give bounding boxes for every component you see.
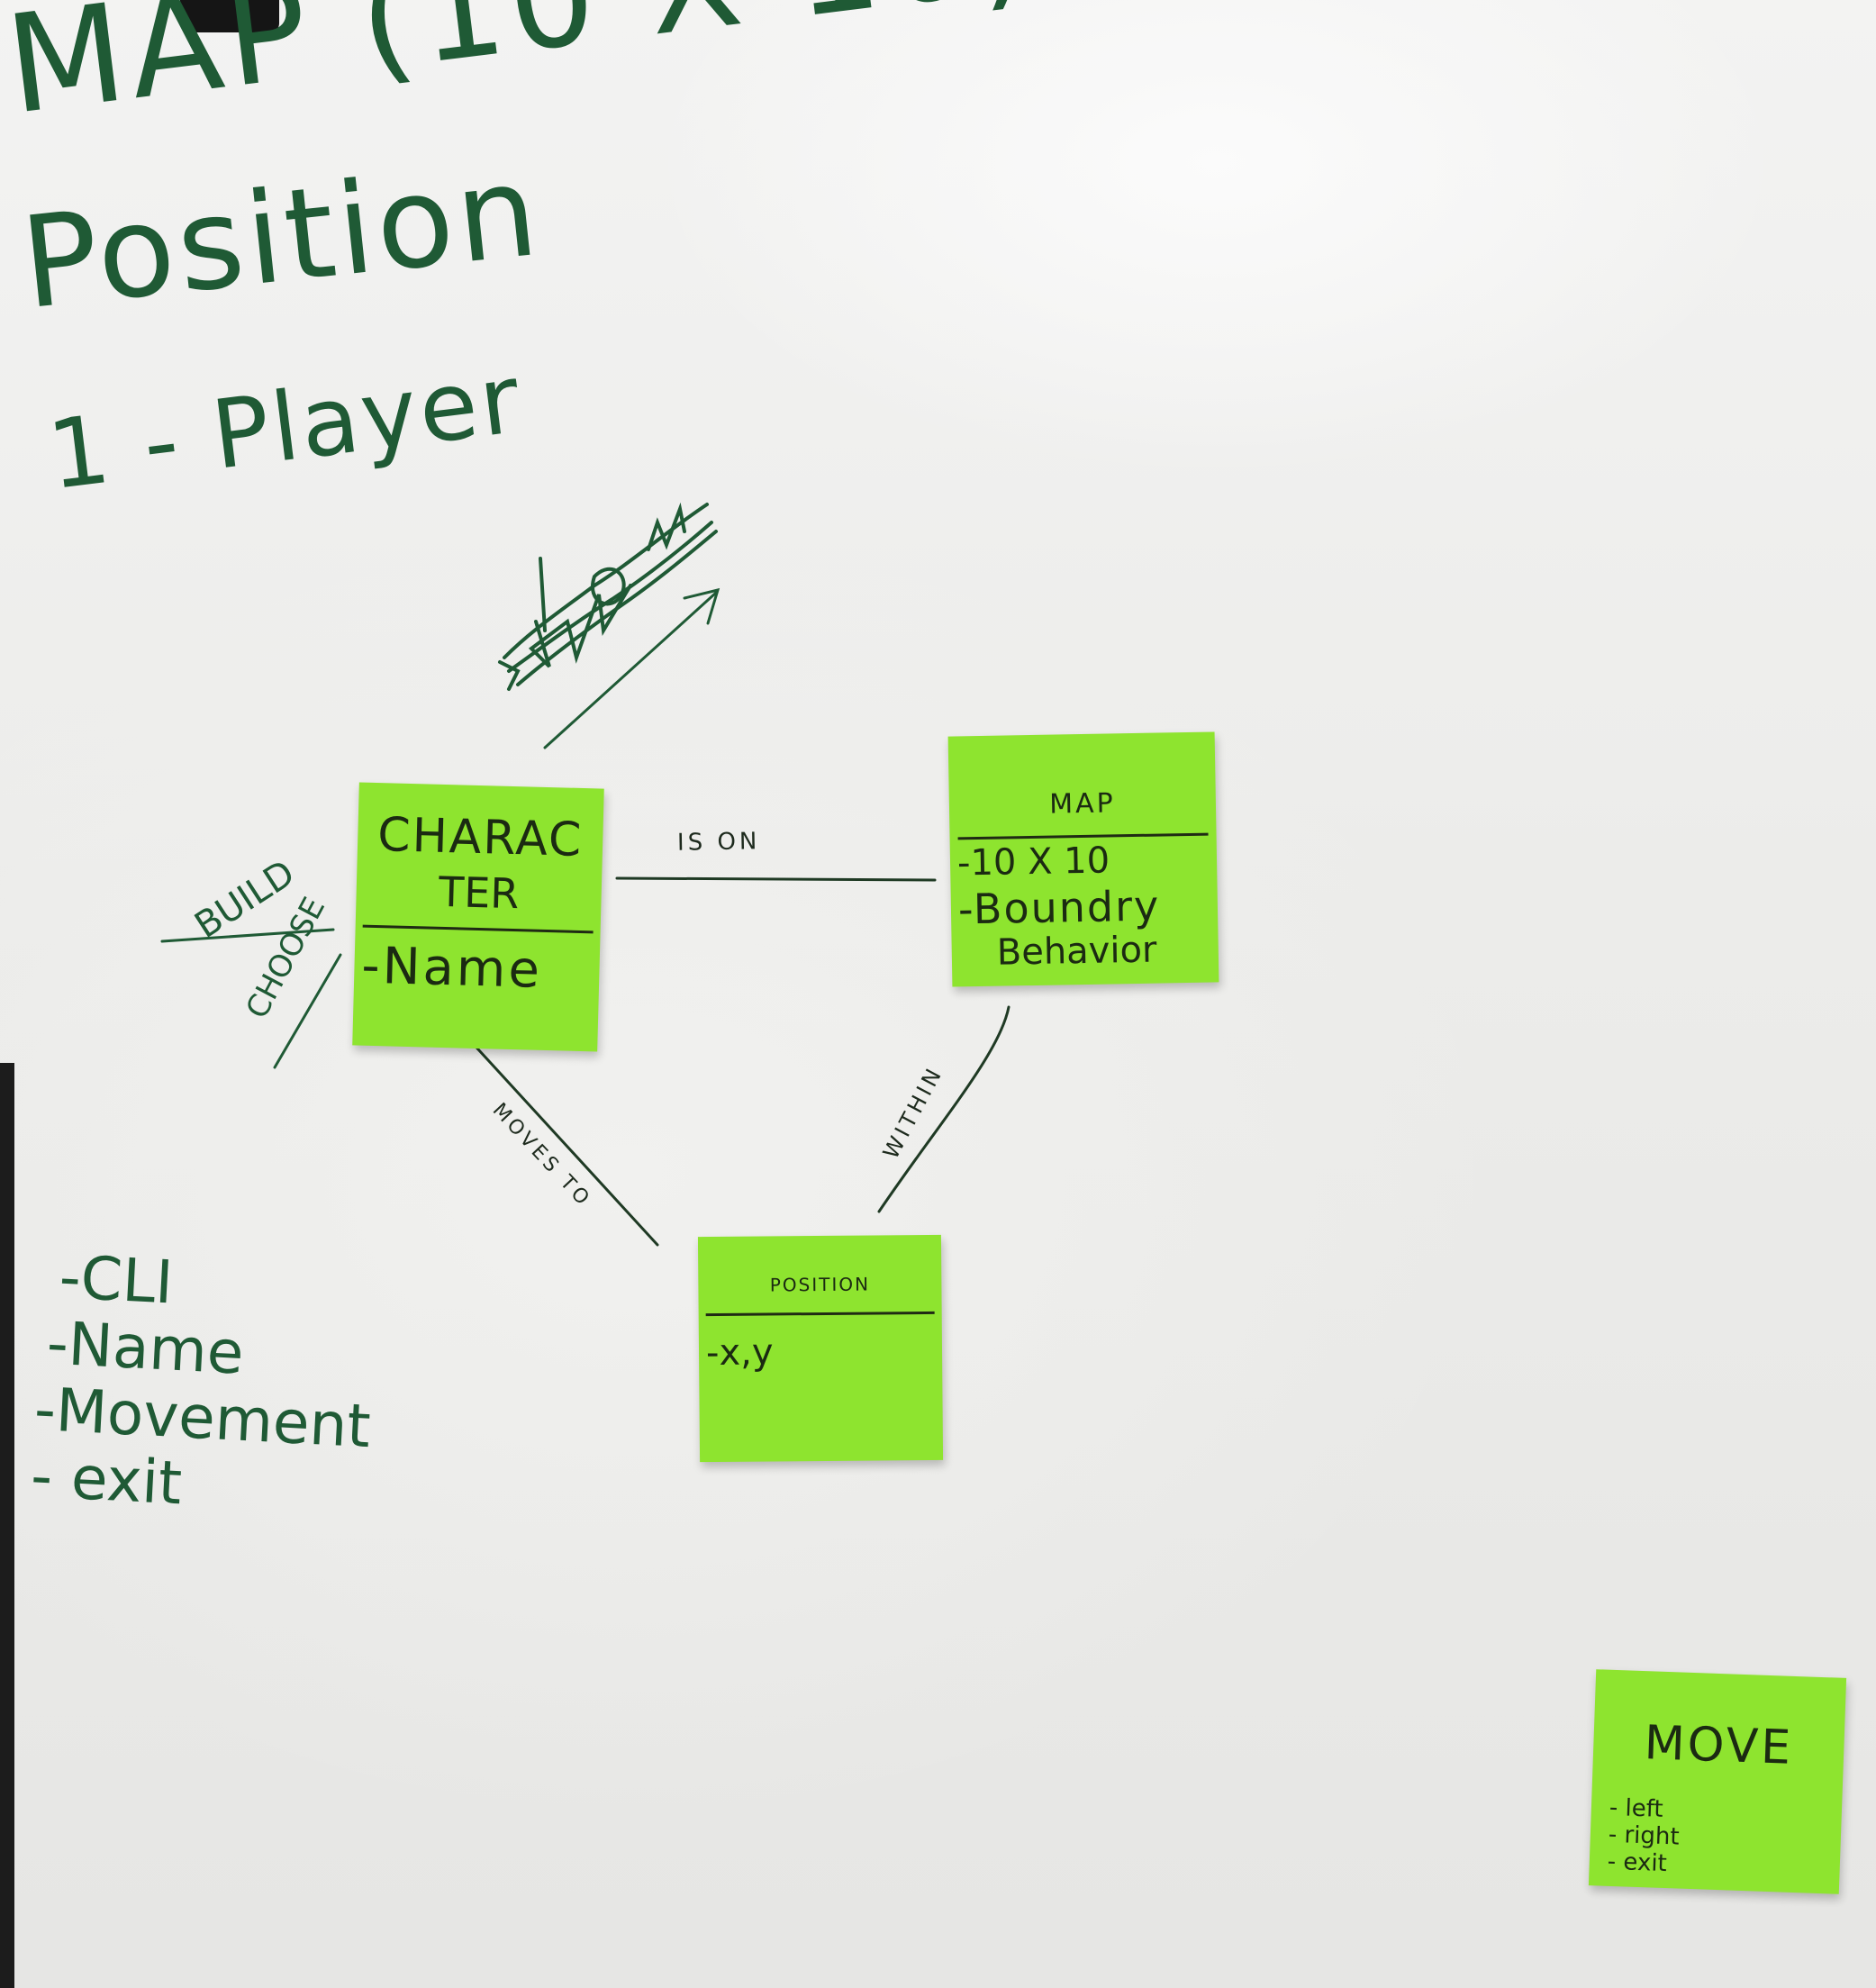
note-move-attr-right: - right (1608, 1820, 1681, 1851)
line-is-on (615, 876, 937, 882)
note-character-title-line2: TER (438, 867, 520, 919)
note-position-divider (705, 1311, 935, 1317)
crossout-lines (160, 928, 342, 1069)
cli-list: -CLI -Name -Movement - exit (29, 1242, 379, 1527)
binder-clip (180, 0, 279, 32)
paper-edge-shadow (0, 1063, 14, 1988)
note-character-attr-name: -Name (360, 936, 543, 1000)
sticky-note-character: CHARAC TER -Name (352, 782, 604, 1052)
sticky-note-map: MAP -10 X 10 -Boundry Behavior (947, 731, 1219, 987)
note-move-attr-exit: - exit (1607, 1847, 1668, 1878)
arrow (543, 587, 720, 749)
note-character-title-line1: CHARAC (376, 808, 585, 868)
sticky-note-move: MOVE - left - right - exit (1588, 1669, 1847, 1894)
note-character-divider (362, 924, 594, 934)
note-map-attr-boundry: -Boundry (957, 881, 1161, 934)
relation-lines (467, 876, 1011, 1247)
line-within (877, 1005, 1011, 1213)
scribble-mark (498, 502, 718, 691)
note-map-attr-behavior: Behavior (996, 929, 1157, 974)
line-moves-to (467, 1037, 659, 1247)
note-position-title: POSITION (769, 1273, 871, 1296)
relation-label-is-on: IS ON (676, 828, 761, 857)
note-map-divider (957, 832, 1209, 840)
sticky-note-position: POSITION -x,y (697, 1234, 944, 1463)
note-position-attr-xy: -x,y (705, 1331, 774, 1375)
note-move-title: MOVE (1643, 1716, 1795, 1775)
note-map-title: MAP (1048, 787, 1116, 821)
note-move-attr-left: - left (1609, 1793, 1664, 1823)
note-map-attr-size: -10 X 10 (956, 840, 1110, 885)
